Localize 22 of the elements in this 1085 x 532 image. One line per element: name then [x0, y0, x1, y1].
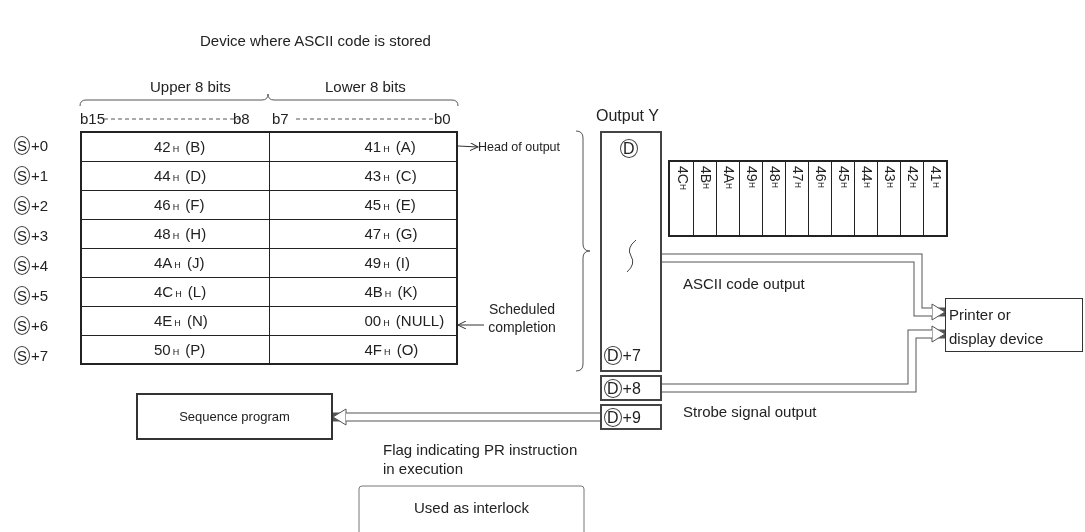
device-box [600, 375, 662, 401]
annotation-text: Head of output [478, 138, 576, 156]
column-header: Upper 8 bits [150, 78, 231, 95]
edge-label: Flag indicating PR instruction in execution [383, 440, 578, 478]
edge-label: Strobe signal output [683, 402, 818, 421]
process-box [136, 393, 333, 440]
column-heading: Output Y [596, 107, 659, 125]
diagram-title: Device where ASCII code is stored [200, 32, 431, 49]
column-header: Lower 8 bits [325, 78, 406, 95]
bit-label: b8 [233, 110, 250, 127]
box-text: Printer or display device [949, 305, 1045, 349]
edge-label: ASCII code output [683, 274, 806, 293]
box-text: Sequence program [178, 409, 291, 424]
note-text: Used as interlock [412, 499, 531, 516]
bit-label: b0 [434, 110, 451, 127]
bit-label: b15 [80, 110, 106, 127]
data-table [80, 131, 458, 365]
device-box [600, 404, 662, 430]
device-box [945, 298, 1083, 352]
bracket-box [358, 485, 585, 532]
bit-label: b7 [272, 110, 289, 127]
annotation-text: Scheduled completion [484, 300, 560, 340]
